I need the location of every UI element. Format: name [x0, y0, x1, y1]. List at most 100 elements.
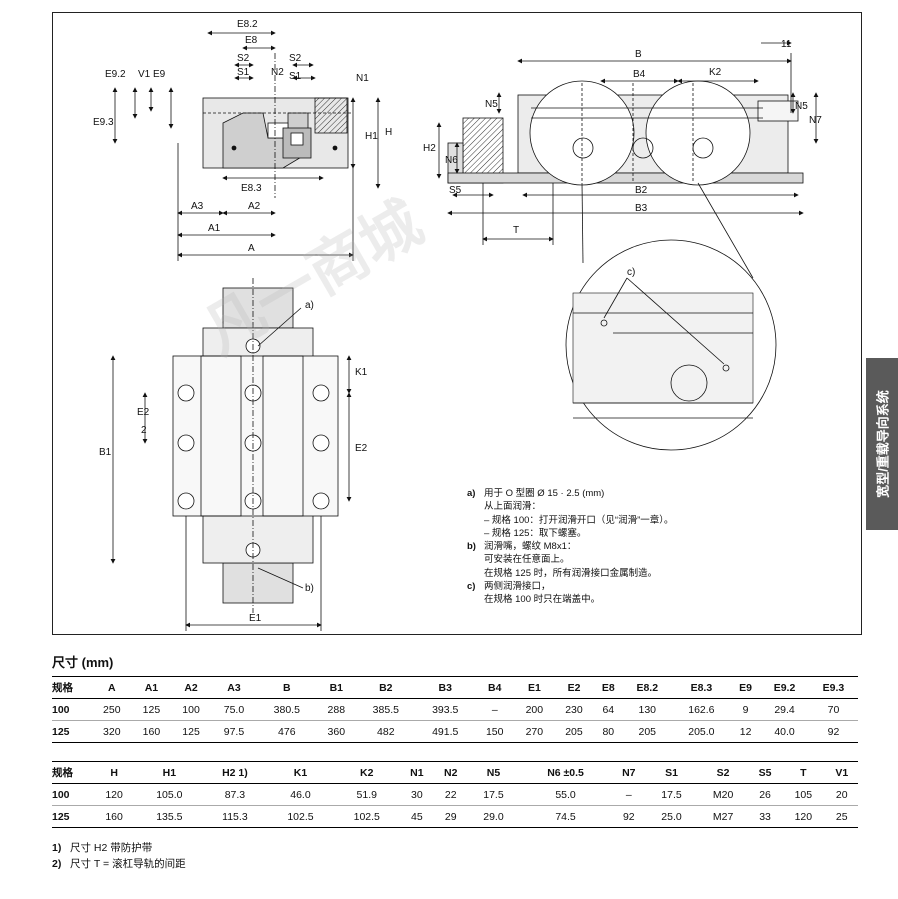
- table-cell: 17.5: [645, 783, 698, 806]
- table-header-cell: H2 1): [202, 761, 268, 784]
- svg-text:c): c): [627, 267, 635, 278]
- svg-text:S1: S1: [237, 67, 250, 78]
- table-cell: 150: [474, 720, 515, 743]
- table-header-cell: S5: [748, 761, 782, 784]
- svg-text:E9.3: E9.3: [93, 117, 114, 128]
- table-cell: 205: [554, 720, 594, 743]
- table-cell: 125: [52, 720, 92, 743]
- table-cell: 30: [399, 783, 434, 806]
- table-cell: 120: [92, 783, 137, 806]
- side-view: [436, 40, 819, 245]
- svg-text:11: 11: [781, 39, 792, 50]
- table-cell: 200: [514, 698, 555, 721]
- table-cell: 25: [825, 805, 858, 828]
- svg-text:2: 2: [141, 425, 147, 436]
- table-cell: 160: [92, 805, 137, 828]
- table-cell: 205: [622, 720, 672, 743]
- table-cell: 12: [731, 720, 761, 743]
- table-title: 尺寸 (mm): [52, 655, 114, 670]
- table-cell: 92: [808, 720, 858, 743]
- top-view: [110, 278, 352, 631]
- svg-text:N7: N7: [809, 115, 822, 126]
- table-cell: 482: [356, 720, 416, 743]
- table-cell: 105: [781, 783, 826, 806]
- table-cell: 9: [731, 698, 761, 721]
- table-cell: M27: [697, 805, 749, 828]
- table-cell: 29.4: [760, 698, 809, 721]
- svg-text:K2: K2: [709, 67, 722, 78]
- svg-text:S1: S1: [289, 71, 302, 82]
- svg-text:N1: N1: [356, 73, 369, 84]
- table-cell: 100: [52, 783, 92, 806]
- table-cell: 17.5: [467, 783, 520, 806]
- svg-text:S2: S2: [289, 53, 302, 64]
- table-cell: 125: [52, 805, 92, 828]
- table-cell: 380.5: [257, 698, 317, 721]
- table-cell: 92: [611, 805, 646, 828]
- svg-text:A3: A3: [191, 201, 204, 212]
- table-cell: 250: [92, 698, 132, 721]
- table-header-cell: S1: [645, 761, 698, 784]
- svg-text:B3: B3: [635, 203, 648, 214]
- table-cell: 87.3: [202, 783, 268, 806]
- table-cell: 125: [171, 720, 211, 743]
- table-header-cell: A1: [131, 676, 172, 699]
- table-header-cell: E8.3: [671, 676, 732, 699]
- side-tab: 宽型/重载导向系统: [866, 358, 898, 530]
- table-cell: 20: [825, 783, 858, 806]
- table-cell: 120: [781, 805, 826, 828]
- table-cell: 205.0: [671, 720, 732, 743]
- table-header-cell: T: [781, 761, 826, 784]
- table-header-cell: B1: [316, 676, 357, 699]
- table-header-cell: N7: [611, 761, 646, 784]
- table-header-cell: H: [92, 761, 137, 784]
- table-header-cell: B3: [415, 676, 475, 699]
- table-header-cell: B2: [356, 676, 416, 699]
- svg-text:B: B: [635, 49, 642, 60]
- svg-text:S2: S2: [237, 53, 250, 64]
- svg-text:E8: E8: [245, 35, 258, 46]
- svg-text:N6: N6: [445, 155, 458, 166]
- svg-text:T: T: [513, 225, 519, 236]
- svg-text:a): a): [305, 300, 314, 311]
- table-header-cell: N6 ±0.5: [519, 761, 612, 784]
- note-c: c) 两侧润滑接口， 在规格 100 时只在端盖中。: [467, 581, 601, 606]
- svg-text:A: A: [248, 243, 255, 254]
- table-cell: 46.0: [267, 783, 334, 806]
- table-cell: 64: [593, 698, 623, 721]
- table-header-cell: A: [92, 676, 132, 699]
- table-header-cell: H1: [136, 761, 203, 784]
- table-cell: 75.0: [210, 698, 258, 721]
- svg-text:E2: E2: [355, 443, 368, 454]
- table-cell: 135.5: [136, 805, 203, 828]
- table-cell: 125: [131, 698, 172, 721]
- svg-text:H: H: [385, 127, 392, 138]
- svg-text:N5: N5: [795, 101, 808, 112]
- table-header-cell: V1: [825, 761, 858, 784]
- table-cell: 55.0: [519, 783, 612, 806]
- table-cell: 22: [433, 783, 468, 806]
- table-header-cell: K2: [333, 761, 400, 784]
- table-header-cell: E9.3: [808, 676, 858, 699]
- table-cell: 74.5: [519, 805, 612, 828]
- table-header-cell: A2: [171, 676, 211, 699]
- label-e82: E8.2: [237, 19, 258, 30]
- table-cell: –: [611, 783, 646, 806]
- table-cell: –: [474, 698, 515, 721]
- table-cell: 288: [316, 698, 357, 721]
- svg-text:E9.2: E9.2: [105, 69, 126, 80]
- table-header-cell: E1: [514, 676, 555, 699]
- table-cell: 29: [433, 805, 468, 828]
- svg-text:A2: A2: [248, 201, 261, 212]
- table-cell: 40.0: [760, 720, 809, 743]
- table-header-cell: E2: [554, 676, 594, 699]
- table-header-cell: E9: [731, 676, 761, 699]
- table-header-cell: 规格: [52, 761, 92, 784]
- svg-text:B1: B1: [99, 447, 112, 458]
